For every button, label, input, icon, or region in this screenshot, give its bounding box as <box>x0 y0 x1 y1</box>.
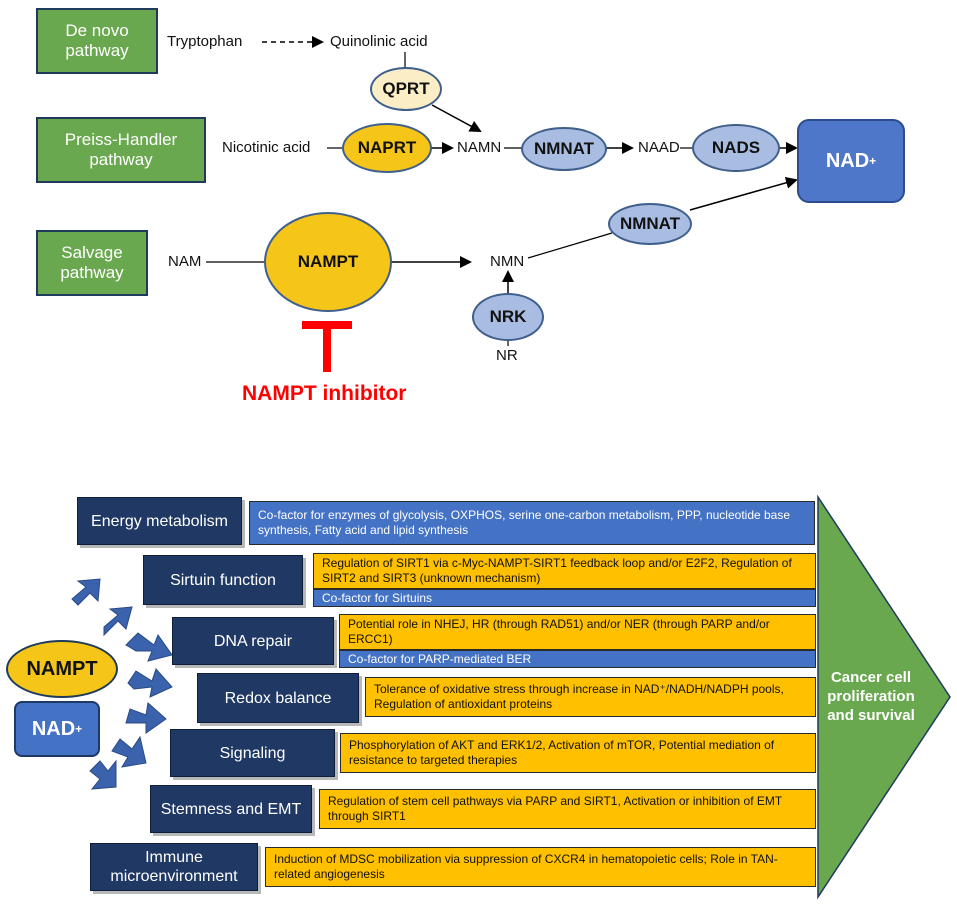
desc-dna-repair-1-text: Potential role in NHEJ, HR (through RAD5… <box>348 617 770 646</box>
enzyme-nmnat-1-label: NMNAT <box>533 139 595 158</box>
desc-energy-metabolism-text: Co-factor for enzymes of glycolysis, OXP… <box>258 508 791 537</box>
radial-arrow-5 <box>125 702 167 734</box>
pathway-salvage-label: Salvage pathway <box>60 243 124 282</box>
category-energy-metabolism-label: Energy metabolism <box>91 512 228 530</box>
desc-sirtuin-function-2: Co-factor for Sirtuins <box>313 589 816 607</box>
desc-sirtuin-function-1: Regulation of SIRT1 via c-Myc-NAMPT-SIRT… <box>313 553 816 589</box>
pathway-preiss-handler: Preiss-Handler pathway <box>36 117 206 183</box>
desc-stemness-emt-text: Regulation of stem cell pathways via PAR… <box>328 794 783 823</box>
outcome-arrow <box>817 495 951 900</box>
enzyme-nmnat-2-label: NMNAT <box>619 214 681 233</box>
category-dna-repair: DNA repair <box>172 617 334 665</box>
desc-stemness-emt: Regulation of stem cell pathways via PAR… <box>319 789 816 829</box>
metabolite-namn: NAMN <box>457 139 502 156</box>
radial-arrow-2 <box>103 606 133 637</box>
enzyme-qprt-label: QPRT <box>382 79 430 98</box>
nad-label: NAD <box>825 149 870 172</box>
desc-dna-repair-1: Potential role in NHEJ, HR (through RAD5… <box>339 614 816 650</box>
enzyme-nads: NADS <box>692 124 780 172</box>
radial-arrow-7 <box>89 759 117 790</box>
desc-dna-repair-2-text: Co-factor for PARP-mediated BER <box>348 651 532 666</box>
enzyme-nmnat-1: NMNAT <box>521 127 607 171</box>
left-nampt-label: NAMPT <box>26 657 98 680</box>
radial-arrow-3 <box>125 632 173 662</box>
pathway-de-novo: De novo pathway <box>36 8 158 74</box>
desc-redox-balance-text: Tolerance of oxidative stress through in… <box>374 682 784 711</box>
enzyme-qprt: QPRT <box>370 67 442 111</box>
metabolite-nmn: NMN <box>490 253 525 270</box>
pathway-salvage: Salvage pathway <box>36 230 148 296</box>
metabolite-naad: NAAD <box>638 139 680 156</box>
enzyme-nampt: NAMPT <box>264 212 392 312</box>
enzyme-nrk: NRK <box>472 293 544 341</box>
category-dna-repair-label: DNA repair <box>213 632 293 650</box>
category-energy-metabolism: Energy metabolism <box>77 497 242 545</box>
left-nad-superscript: + <box>75 722 83 736</box>
enzyme-nampt-label: NAMPT <box>297 252 359 271</box>
desc-immune-microenvironment: Induction of MDSC mobilization via suppr… <box>265 847 816 887</box>
desc-immune-microenvironment-text: Induction of MDSC mobilization via suppr… <box>274 852 778 881</box>
radial-arrow-6 <box>111 735 147 768</box>
category-sirtuin-function: Sirtuin function <box>143 555 303 605</box>
metabolite-quinolinic-acid: Quinolinic acid <box>330 33 428 50</box>
nad-superscript: + <box>869 154 877 168</box>
category-redox-balance: Redox balance <box>197 673 359 723</box>
nampt-inhibitor-label: NAMPT inhibitor <box>242 382 407 405</box>
arrow-nmnat-nad <box>689 176 798 211</box>
outcome-label: Cancer cell proliferation and survival <box>827 669 915 724</box>
left-nad-label: NAD <box>31 717 76 740</box>
enzyme-naprt-label: NAPRT <box>357 138 417 157</box>
left-nad-box: NAD+ <box>14 701 100 757</box>
category-stemness-emt-label: Stemness and EMT <box>160 800 302 818</box>
pathway-arrows <box>206 36 798 372</box>
left-nampt-ellipse: NAMPT <box>6 640 118 698</box>
nad-plus-box: NAD+ <box>797 119 905 203</box>
line-nmn-nmnat <box>527 232 613 259</box>
category-immune-microenvironment-label: Immune microenvironment <box>110 849 238 885</box>
radial-arrow-1 <box>71 578 101 606</box>
metabolite-nr: NR <box>496 347 518 364</box>
pathway-preiss-handler-label: Preiss-Handler pathway <box>64 130 178 169</box>
metabolite-tryptophan: Tryptophan <box>167 33 243 50</box>
desc-energy-metabolism: Co-factor for enzymes of glycolysis, OXP… <box>249 501 815 545</box>
radial-arrow-4 <box>127 668 173 698</box>
metabolite-nicotinic-acid: Nicotinic acid <box>222 139 311 156</box>
category-redox-balance-label: Redox balance <box>224 689 332 707</box>
pathway-de-novo-label: De novo pathway <box>65 21 129 60</box>
enzyme-nads-label: NADS <box>711 138 761 157</box>
desc-signaling: Phosphorylation of AKT and ERK1/2, Activ… <box>340 733 816 773</box>
desc-signaling-text: Phosphorylation of AKT and ERK1/2, Activ… <box>349 738 775 767</box>
category-signaling-label: Signaling <box>219 744 286 762</box>
enzyme-naprt: NAPRT <box>342 123 432 173</box>
desc-sirtuin-function-2-text: Co-factor for Sirtuins <box>322 590 433 605</box>
arrow-qprt-namn <box>431 104 482 132</box>
desc-dna-repair-2: Co-factor for PARP-mediated BER <box>339 650 816 668</box>
desc-redox-balance: Tolerance of oxidative stress through in… <box>365 677 816 717</box>
category-immune-microenvironment: Immune microenvironment <box>90 843 258 891</box>
enzyme-nrk-label: NRK <box>489 307 527 326</box>
metabolite-nam: NAM <box>168 253 202 270</box>
category-sirtuin-function-label: Sirtuin function <box>170 571 276 589</box>
category-signaling: Signaling <box>170 729 335 777</box>
enzyme-nmnat-2: NMNAT <box>608 203 692 245</box>
radiating-arrows <box>71 578 173 790</box>
category-stemness-emt: Stemness and EMT <box>150 785 312 833</box>
desc-sirtuin-function-1-text: Regulation of SIRT1 via c-Myc-NAMPT-SIRT… <box>322 556 792 585</box>
